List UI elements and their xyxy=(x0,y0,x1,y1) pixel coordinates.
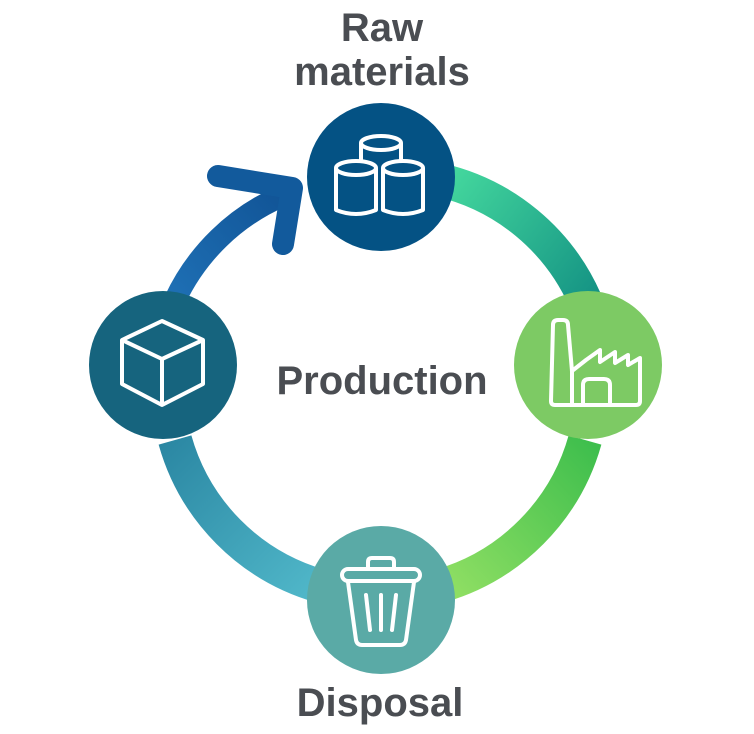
node-product[interactable] xyxy=(89,291,237,439)
label-raw-materials-line-2: materials xyxy=(294,50,470,94)
label-raw-materials: Raw materials xyxy=(227,6,537,94)
node-disposal[interactable] xyxy=(307,526,455,674)
arc-product-to-raw xyxy=(165,185,287,305)
node-raw-materials[interactable] xyxy=(307,103,455,251)
box-icon xyxy=(120,319,205,407)
arc-disposal-to-product xyxy=(158,435,325,603)
arc-production-to-disposal xyxy=(435,435,602,603)
arc-raw-to-production xyxy=(435,163,601,308)
label-raw-materials-line-1: Raw xyxy=(340,6,424,50)
trash-can-icon xyxy=(340,556,422,647)
center-title: Production xyxy=(276,359,488,403)
node-production[interactable] xyxy=(514,291,662,439)
cylinders-icon xyxy=(334,134,425,216)
arrow-head xyxy=(207,165,303,255)
label-disposal: Disposal xyxy=(296,681,464,725)
factory-icon xyxy=(549,318,642,407)
